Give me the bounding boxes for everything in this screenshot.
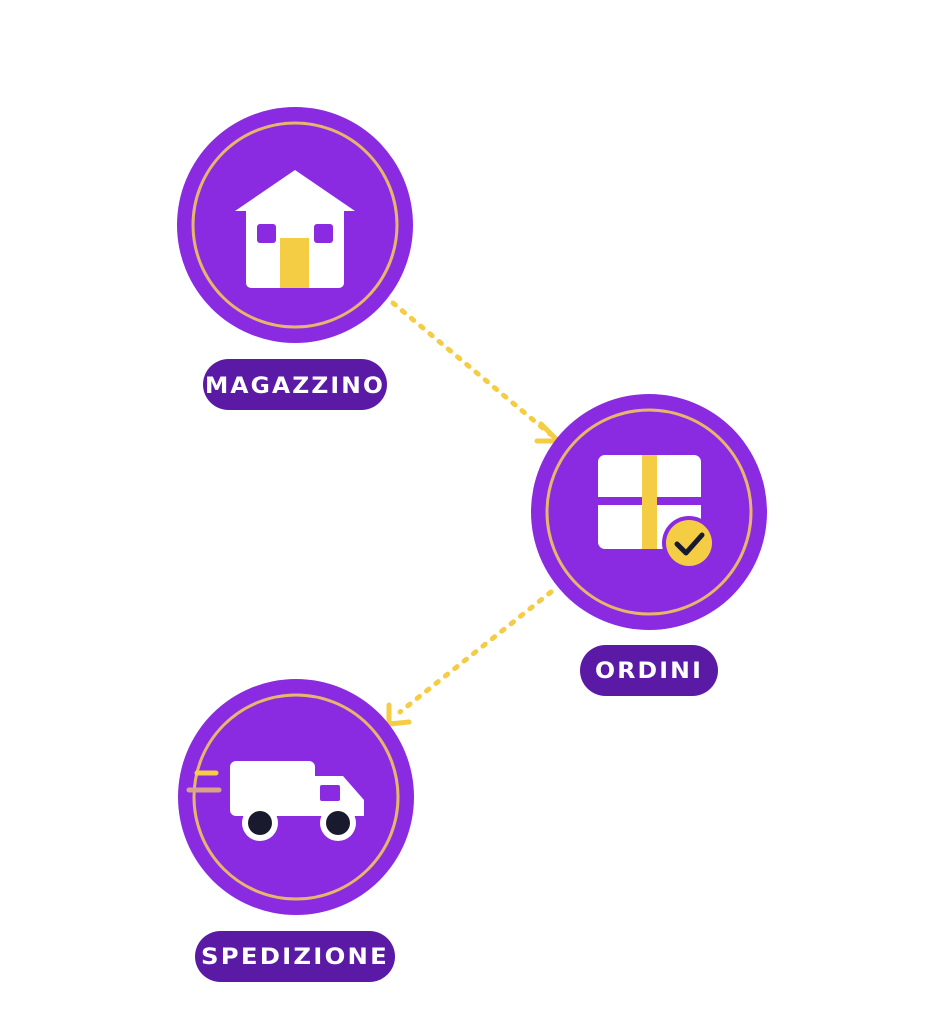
- delivery-truck-icon: [186, 761, 364, 841]
- node-ordini: ORDINI: [531, 394, 767, 696]
- node-ring: [192, 693, 400, 901]
- node-label-pill: [580, 645, 718, 696]
- node-label-pill: [203, 359, 387, 410]
- node-label-spedizione: SPEDIZIONE: [201, 945, 389, 970]
- node-label-pill: [195, 931, 395, 982]
- node-label-ordini: ORDINI: [595, 659, 703, 684]
- node-label-magazzino: MAGAZZINO: [205, 374, 385, 399]
- node-spedizione: SPEDIZIONE: [178, 679, 414, 982]
- connector-ordini-spedizione: [386, 589, 554, 727]
- node-ring: [191, 121, 399, 329]
- house-icon: [235, 170, 355, 288]
- node-magazzino: MAGAZZINO: [177, 107, 413, 410]
- node-ring: [545, 408, 753, 616]
- connector-magazzino-ordini: [390, 300, 561, 444]
- check-badge-icon: [666, 520, 712, 566]
- arrowhead-icon: [386, 702, 412, 727]
- arrowhead-icon: [534, 421, 561, 444]
- package-check-icon: [598, 455, 716, 570]
